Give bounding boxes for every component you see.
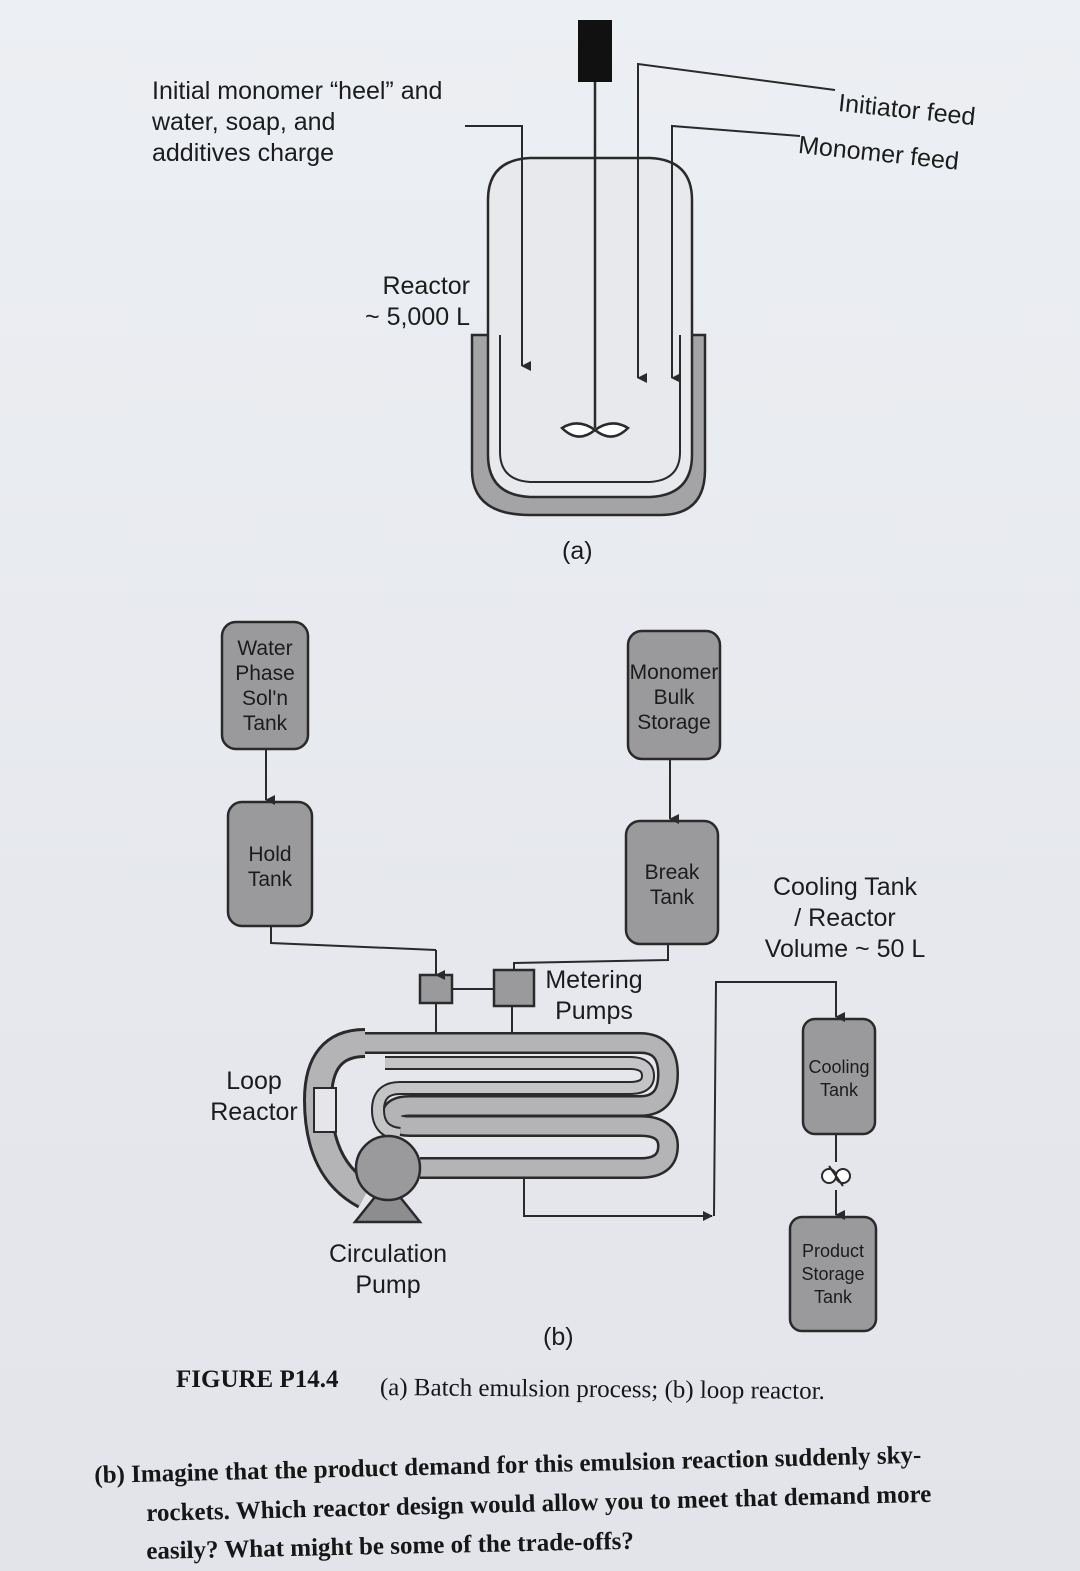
circulation-pump-label: Circulation Pump xyxy=(324,1239,452,1301)
loop-reactor-coil xyxy=(302,1028,679,1209)
reactor-label-volume: ~ 5,000 L xyxy=(365,303,470,331)
charge-label: Initial monomer “heel” and water, soap, … xyxy=(152,76,482,169)
initiator-line xyxy=(637,62,836,383)
monomer-storage-shape xyxy=(626,629,722,761)
loop-reactor-line1: Loop xyxy=(226,1067,282,1095)
charge-label-line2: water, soap, and xyxy=(152,108,336,136)
monomer-storage-label: Monomer Bulk Storage xyxy=(628,660,720,735)
water-tank-line2: Phase xyxy=(235,662,295,685)
metering-pumps-line1: Metering xyxy=(545,966,643,994)
product-storage-line3: Tank xyxy=(813,1287,853,1307)
cooling-reactor-line3: Volume ~ 50 L xyxy=(764,935,926,963)
piping xyxy=(265,749,845,1221)
break-tank-label: Break Tank xyxy=(626,860,718,910)
impeller xyxy=(560,422,630,438)
loop-reactor-process xyxy=(220,620,878,1333)
product-storage-shape xyxy=(788,1215,878,1333)
monomer-storage-line1: Monomer xyxy=(629,661,719,684)
circulation-pump-line1: Circulation xyxy=(328,1240,448,1268)
product-storage-line2: Storage xyxy=(801,1264,865,1284)
reactor-label: Reactor ~ 5,000 L xyxy=(340,271,470,333)
hold-tank-line1: Hold xyxy=(248,843,292,866)
circulation-pump-line2: Pump xyxy=(355,1271,421,1299)
water-tank-line1: Water xyxy=(237,637,293,660)
monomer-storage-line2: Bulk xyxy=(653,686,695,709)
cooling-tank-line2: Tank xyxy=(819,1080,859,1100)
circulation-pump xyxy=(352,1134,423,1224)
product-storage-label: Product Storage Tank xyxy=(790,1240,876,1309)
water-tank-line4: Tank xyxy=(242,712,288,735)
metering-pump-1 xyxy=(418,973,454,1005)
hold-tank-label: Hold Tank xyxy=(228,842,312,892)
metering-pumps-line2: Pumps xyxy=(555,997,633,1025)
panel-a-sublabel: (a) xyxy=(562,537,593,565)
cooling-reactor-label: Cooling Tank / Reactor Volume ~ 50 L xyxy=(760,872,930,965)
monomer-storage-line3: Storage xyxy=(637,711,711,734)
product-storage-line1: Product xyxy=(801,1241,865,1261)
break-tank-line1: Break xyxy=(644,861,700,884)
figure-caption: (a) Batch emulsion process; (b) loop rea… xyxy=(379,1374,825,1405)
panel-b-sublabel: (b) xyxy=(543,1323,574,1351)
loop-reactor-label: Loop Reactor xyxy=(206,1066,302,1128)
figure-number: FIGURE P14.4 xyxy=(176,1366,339,1393)
break-tank-line2: Tank xyxy=(649,886,695,909)
cooling-reactor-line1: Cooling Tank xyxy=(772,873,918,901)
batch-reactor xyxy=(465,20,836,517)
charge-label-line1: Initial monomer “heel” and xyxy=(152,77,443,105)
motor xyxy=(578,20,612,82)
hold-tank-line2: Tank xyxy=(247,868,293,891)
water-tank-line3: Sol'n xyxy=(241,687,289,710)
monomer-line xyxy=(671,124,801,383)
reactor-label-name: Reactor xyxy=(382,272,470,300)
transfer-valve xyxy=(821,1165,851,1187)
cooling-tank-line1: Cooling xyxy=(808,1057,870,1077)
cooling-reactor-line2: / Reactor xyxy=(794,904,896,932)
reactor-vessel xyxy=(486,156,694,499)
cooling-tank-label: Cooling Tank xyxy=(803,1056,875,1102)
charge-label-line3: additives charge xyxy=(152,139,335,167)
metering-pumps-label: Metering Pumps xyxy=(540,965,648,1027)
metering-pump-2 xyxy=(492,968,536,1008)
water-tank-label: Water Phase Sol'n Tank xyxy=(222,636,308,736)
loop-reactor-line2: Reactor xyxy=(210,1098,298,1126)
charge-line xyxy=(465,125,531,371)
